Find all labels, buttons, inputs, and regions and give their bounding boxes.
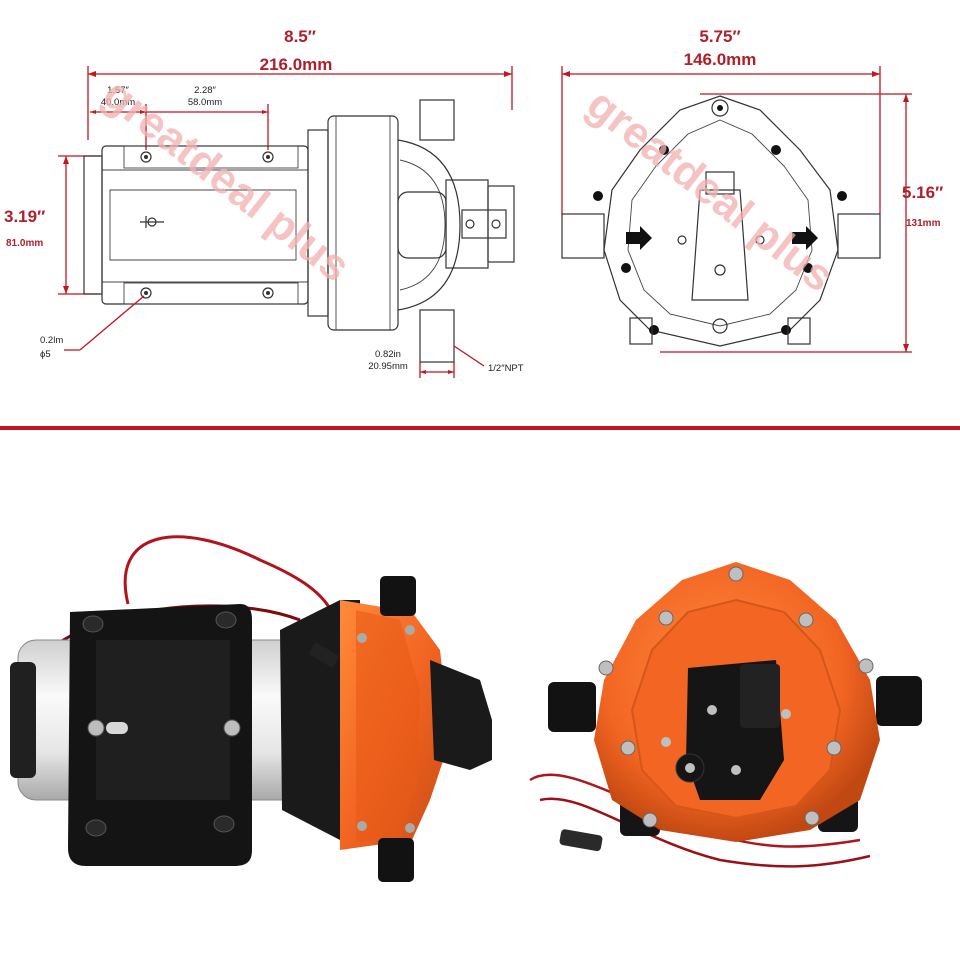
watermark-right: greatdeal plus: [578, 79, 843, 301]
length-inches-label: 8.5″: [284, 27, 316, 46]
thread-label: 1/2″NPT: [488, 363, 524, 374]
section-divider: [0, 426, 960, 430]
hole-diameter-label: 0.2lm: [40, 335, 63, 346]
port-inches-label: 0.82in: [375, 349, 401, 360]
width-mm-label: 146.0mm: [684, 50, 757, 69]
front-height-inches-label: 5.16″: [902, 183, 943, 202]
hole-b-inches-label: 2.28″: [194, 85, 216, 96]
hole-a-mm-label: 40.0mm: [101, 97, 135, 108]
width-inches-label: 5.75″: [699, 27, 740, 46]
pump-side-photo: [10, 535, 492, 882]
side-view-pump-outline: [83, 99, 515, 363]
length-mm-label: 216.0mm: [260, 55, 333, 74]
height-mm-label: 81.0mm: [6, 238, 43, 249]
port-mm-label: 20.95mm: [368, 361, 408, 372]
side-view-drawing: 8.5″ 216.0mm 1.57″ 40.0mm 2.28″ 58.0mm 3…: [4, 27, 524, 378]
hole-a-inches-label: 1.57″: [107, 85, 129, 96]
front-height-mm-label: 131mm: [906, 218, 941, 229]
front-view-drawing: 5.75″ 146.0mm 5.16″ 131mm: [561, 27, 943, 353]
pump-front-photo: [529, 562, 922, 868]
watermark-left: greatdeal plus: [94, 69, 359, 291]
hole-b-mm-label: 58.0mm: [188, 97, 222, 108]
height-inches-label: 3.19″: [4, 207, 45, 226]
hole-diameter-symbol-label: ϕ5: [40, 349, 51, 360]
front-view-pump-outline: [561, 95, 881, 347]
